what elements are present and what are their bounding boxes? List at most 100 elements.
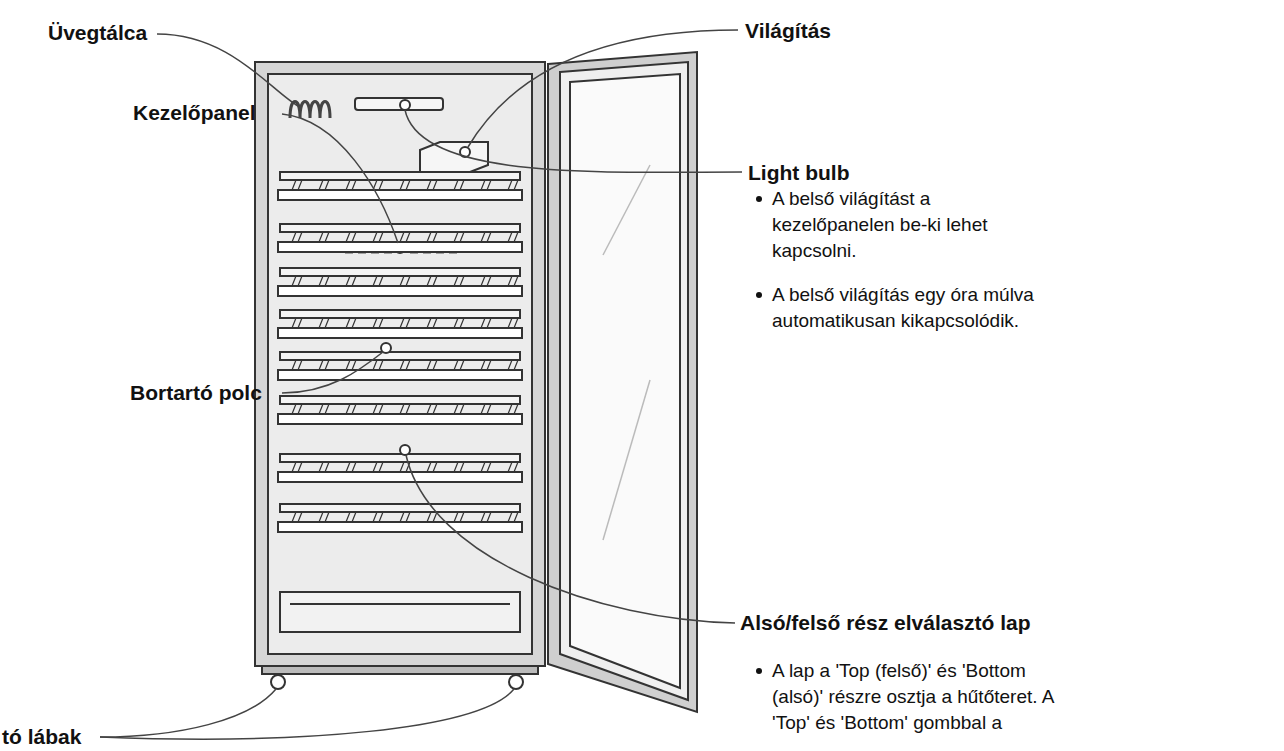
shelf-slat xyxy=(400,180,410,190)
shelf-slat xyxy=(508,512,518,522)
shelf-slat xyxy=(292,232,302,242)
adjustable-foot xyxy=(509,675,523,689)
wine-shelf xyxy=(278,396,522,424)
leader-line xyxy=(406,455,735,623)
shelf-slat xyxy=(373,404,383,414)
shelf-back-rail xyxy=(280,268,520,276)
shelf-slat xyxy=(292,360,302,370)
bottom-tray-edge xyxy=(290,603,510,605)
shelf-slat xyxy=(400,276,410,286)
shelf-slat xyxy=(454,180,464,190)
wine-shelf xyxy=(278,454,522,482)
wine-shelf xyxy=(278,310,522,338)
light-bulb-unit xyxy=(420,142,488,172)
shelf-slat xyxy=(454,360,464,370)
part-name: Világítás xyxy=(745,18,831,44)
shelf-back-rail xyxy=(280,504,520,512)
shelf-slat xyxy=(319,404,329,414)
shelf-back-rail xyxy=(280,352,520,360)
glass-reflection xyxy=(603,165,650,255)
shelf-back-rail xyxy=(280,396,520,404)
shelf-slat xyxy=(508,232,518,242)
leader-line xyxy=(468,30,738,147)
part-name: Bortartó polc xyxy=(130,380,262,406)
shelf-slat xyxy=(346,318,356,328)
shelf-slat xyxy=(292,180,302,190)
leader-line xyxy=(405,110,742,172)
shelf-slat xyxy=(454,404,464,414)
leader-line xyxy=(100,689,276,737)
shelf-slat xyxy=(373,360,383,370)
shelf-back-rail xyxy=(280,454,520,462)
shelf-slat xyxy=(346,404,356,414)
note: A lap a 'Top (felső)' és 'Bottom (alsó)'… xyxy=(772,658,1072,736)
shelf-slat xyxy=(481,232,491,242)
shelf-slat xyxy=(373,276,383,286)
shelf-slat xyxy=(400,232,410,242)
leader-lines xyxy=(100,30,742,739)
wine-shelf xyxy=(278,352,522,380)
shelf-slat xyxy=(292,404,302,414)
shelf-slat xyxy=(319,462,329,472)
shelf-back-rail xyxy=(280,172,520,180)
shelf-slat xyxy=(454,232,464,242)
light-housing xyxy=(355,98,443,110)
door-frame xyxy=(548,52,697,712)
part-name: Alsó/felső rész elválasztó lap xyxy=(740,610,1031,636)
shelf-front-rail xyxy=(278,522,522,532)
bullet-dot xyxy=(756,196,762,202)
part-name: Kezelőpanel xyxy=(133,100,256,126)
shelf-slat xyxy=(481,404,491,414)
shelf-slat xyxy=(508,360,518,370)
shelf-slat xyxy=(508,404,518,414)
shelf-slat xyxy=(292,512,302,522)
bottom-tray xyxy=(280,592,520,632)
shelf-back-rail xyxy=(280,310,520,318)
shelf-slat xyxy=(481,512,491,522)
shelf-slat xyxy=(427,512,437,522)
shelf-slat xyxy=(481,462,491,472)
leader-line xyxy=(282,114,398,243)
shelf-slat xyxy=(454,276,464,286)
shelf-slat xyxy=(427,318,437,328)
shelf-front-rail xyxy=(278,328,522,338)
shelf-front-rail xyxy=(278,286,522,296)
part-name: Light bulb xyxy=(748,160,849,186)
shelf-slat xyxy=(373,512,383,522)
shelf-slat xyxy=(346,512,356,522)
base-plinth xyxy=(262,666,538,674)
shelf-slat xyxy=(319,180,329,190)
cabinet-body xyxy=(255,62,545,666)
bullet-dot xyxy=(756,292,762,298)
door-glass xyxy=(570,74,680,688)
shelf-slat xyxy=(427,276,437,286)
shelf-slat xyxy=(373,318,383,328)
shelf-slat xyxy=(454,318,464,328)
wine-shelf xyxy=(278,224,522,252)
shelf-front-rail xyxy=(278,370,522,380)
shelf-back-rail xyxy=(280,224,520,232)
shelf-slat xyxy=(319,512,329,522)
wine-shelf xyxy=(278,172,522,200)
shelf-slat xyxy=(400,318,410,328)
shelf-slat xyxy=(292,276,302,286)
shelf-slat xyxy=(292,318,302,328)
shelf-slat xyxy=(427,404,437,414)
shelf-slat xyxy=(481,360,491,370)
wine-shelf xyxy=(278,268,522,296)
leader-line xyxy=(100,689,514,739)
leader-line xyxy=(282,352,383,393)
shelf-slat xyxy=(319,360,329,370)
shelf-slat xyxy=(508,318,518,328)
shelf-slat xyxy=(427,180,437,190)
shelf-slat xyxy=(481,276,491,286)
note: A belső világítást a kezelőpanelen be-ki… xyxy=(772,186,1037,264)
leader-line xyxy=(157,34,298,106)
shelf-front-rail xyxy=(278,190,522,200)
shelf-slat xyxy=(481,180,491,190)
shelf-front-rail xyxy=(278,414,522,424)
shelf-slat xyxy=(346,276,356,286)
divider-point xyxy=(400,445,410,455)
shelf-slat xyxy=(319,232,329,242)
shelf-slat xyxy=(346,232,356,242)
